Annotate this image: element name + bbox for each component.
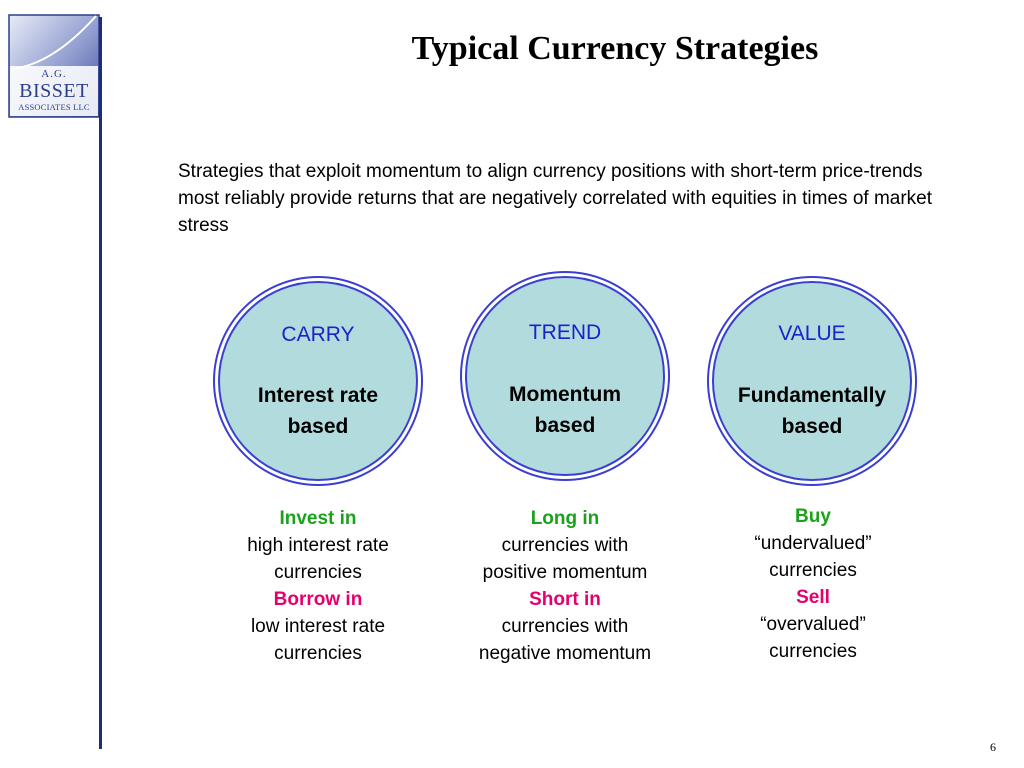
carry-details: Invest in high interest rate currencies … [198,505,438,667]
long-action-label: Invest in [279,508,357,529]
strategy-desc-line1: Fundamentally [737,384,887,407]
short-action-line: low interest rate [250,616,386,637]
intro-paragraph: Strategies that exploit momentum to alig… [178,161,933,236]
company-logo: A.G. BISSET ASSOCIATES LLC [8,14,100,118]
slide-title: Typical Currency Strategies [411,30,819,67]
long-action-line: “undervalued” [754,533,872,554]
value-circle: VALUE Fundamentally based [712,281,912,481]
short-action-line: currencies with [501,616,629,637]
strategy-desc-line2: based [287,415,349,438]
short-action-label: Borrow in [273,589,363,610]
long-action-line: currencies [769,560,857,581]
long-action-line: currencies with [501,535,629,556]
strategy-desc-line1: Interest rate [257,384,379,407]
short-action-line: negative momentum [478,643,652,664]
long-action-line: high interest rate [247,535,389,556]
long-action-line: positive momentum [482,562,648,583]
trend-circle: TREND Momentum based [465,276,665,476]
logo-subtitle: ASSOCIATES LLC [18,102,90,112]
logo-graphic [8,14,100,118]
page-number: 6 [990,740,996,754]
long-action-label: Buy [795,506,831,527]
strategy-desc-line2: based [534,414,596,437]
logo-initials: A.G. [41,68,67,80]
long-action-line: currencies [274,562,362,583]
logo-text: A.G. BISSET ASSOCIATES LLC [8,69,100,112]
carry-circle: CARRY Interest rate based [218,281,418,481]
vertical-divider [99,17,102,749]
trend-details: Long in currencies with positive momentu… [445,505,685,667]
short-action-line: currencies [769,641,857,662]
short-action-line: “overvalued” [760,614,866,635]
value-details: Buy “undervalued” currencies Sell “overv… [693,503,933,665]
short-action-label: Sell [796,587,830,608]
strategy-name: CARRY [281,323,355,346]
strategy-name: VALUE [778,322,846,345]
short-action-line: currencies [274,643,362,664]
long-action-label: Long in [530,508,600,529]
strategy-desc-line2: based [781,415,843,438]
strategy-name: TREND [528,321,602,344]
strategy-desc-line1: Momentum [509,383,621,406]
logo-name: BISSET [19,80,89,102]
short-action-label: Short in [529,589,601,610]
